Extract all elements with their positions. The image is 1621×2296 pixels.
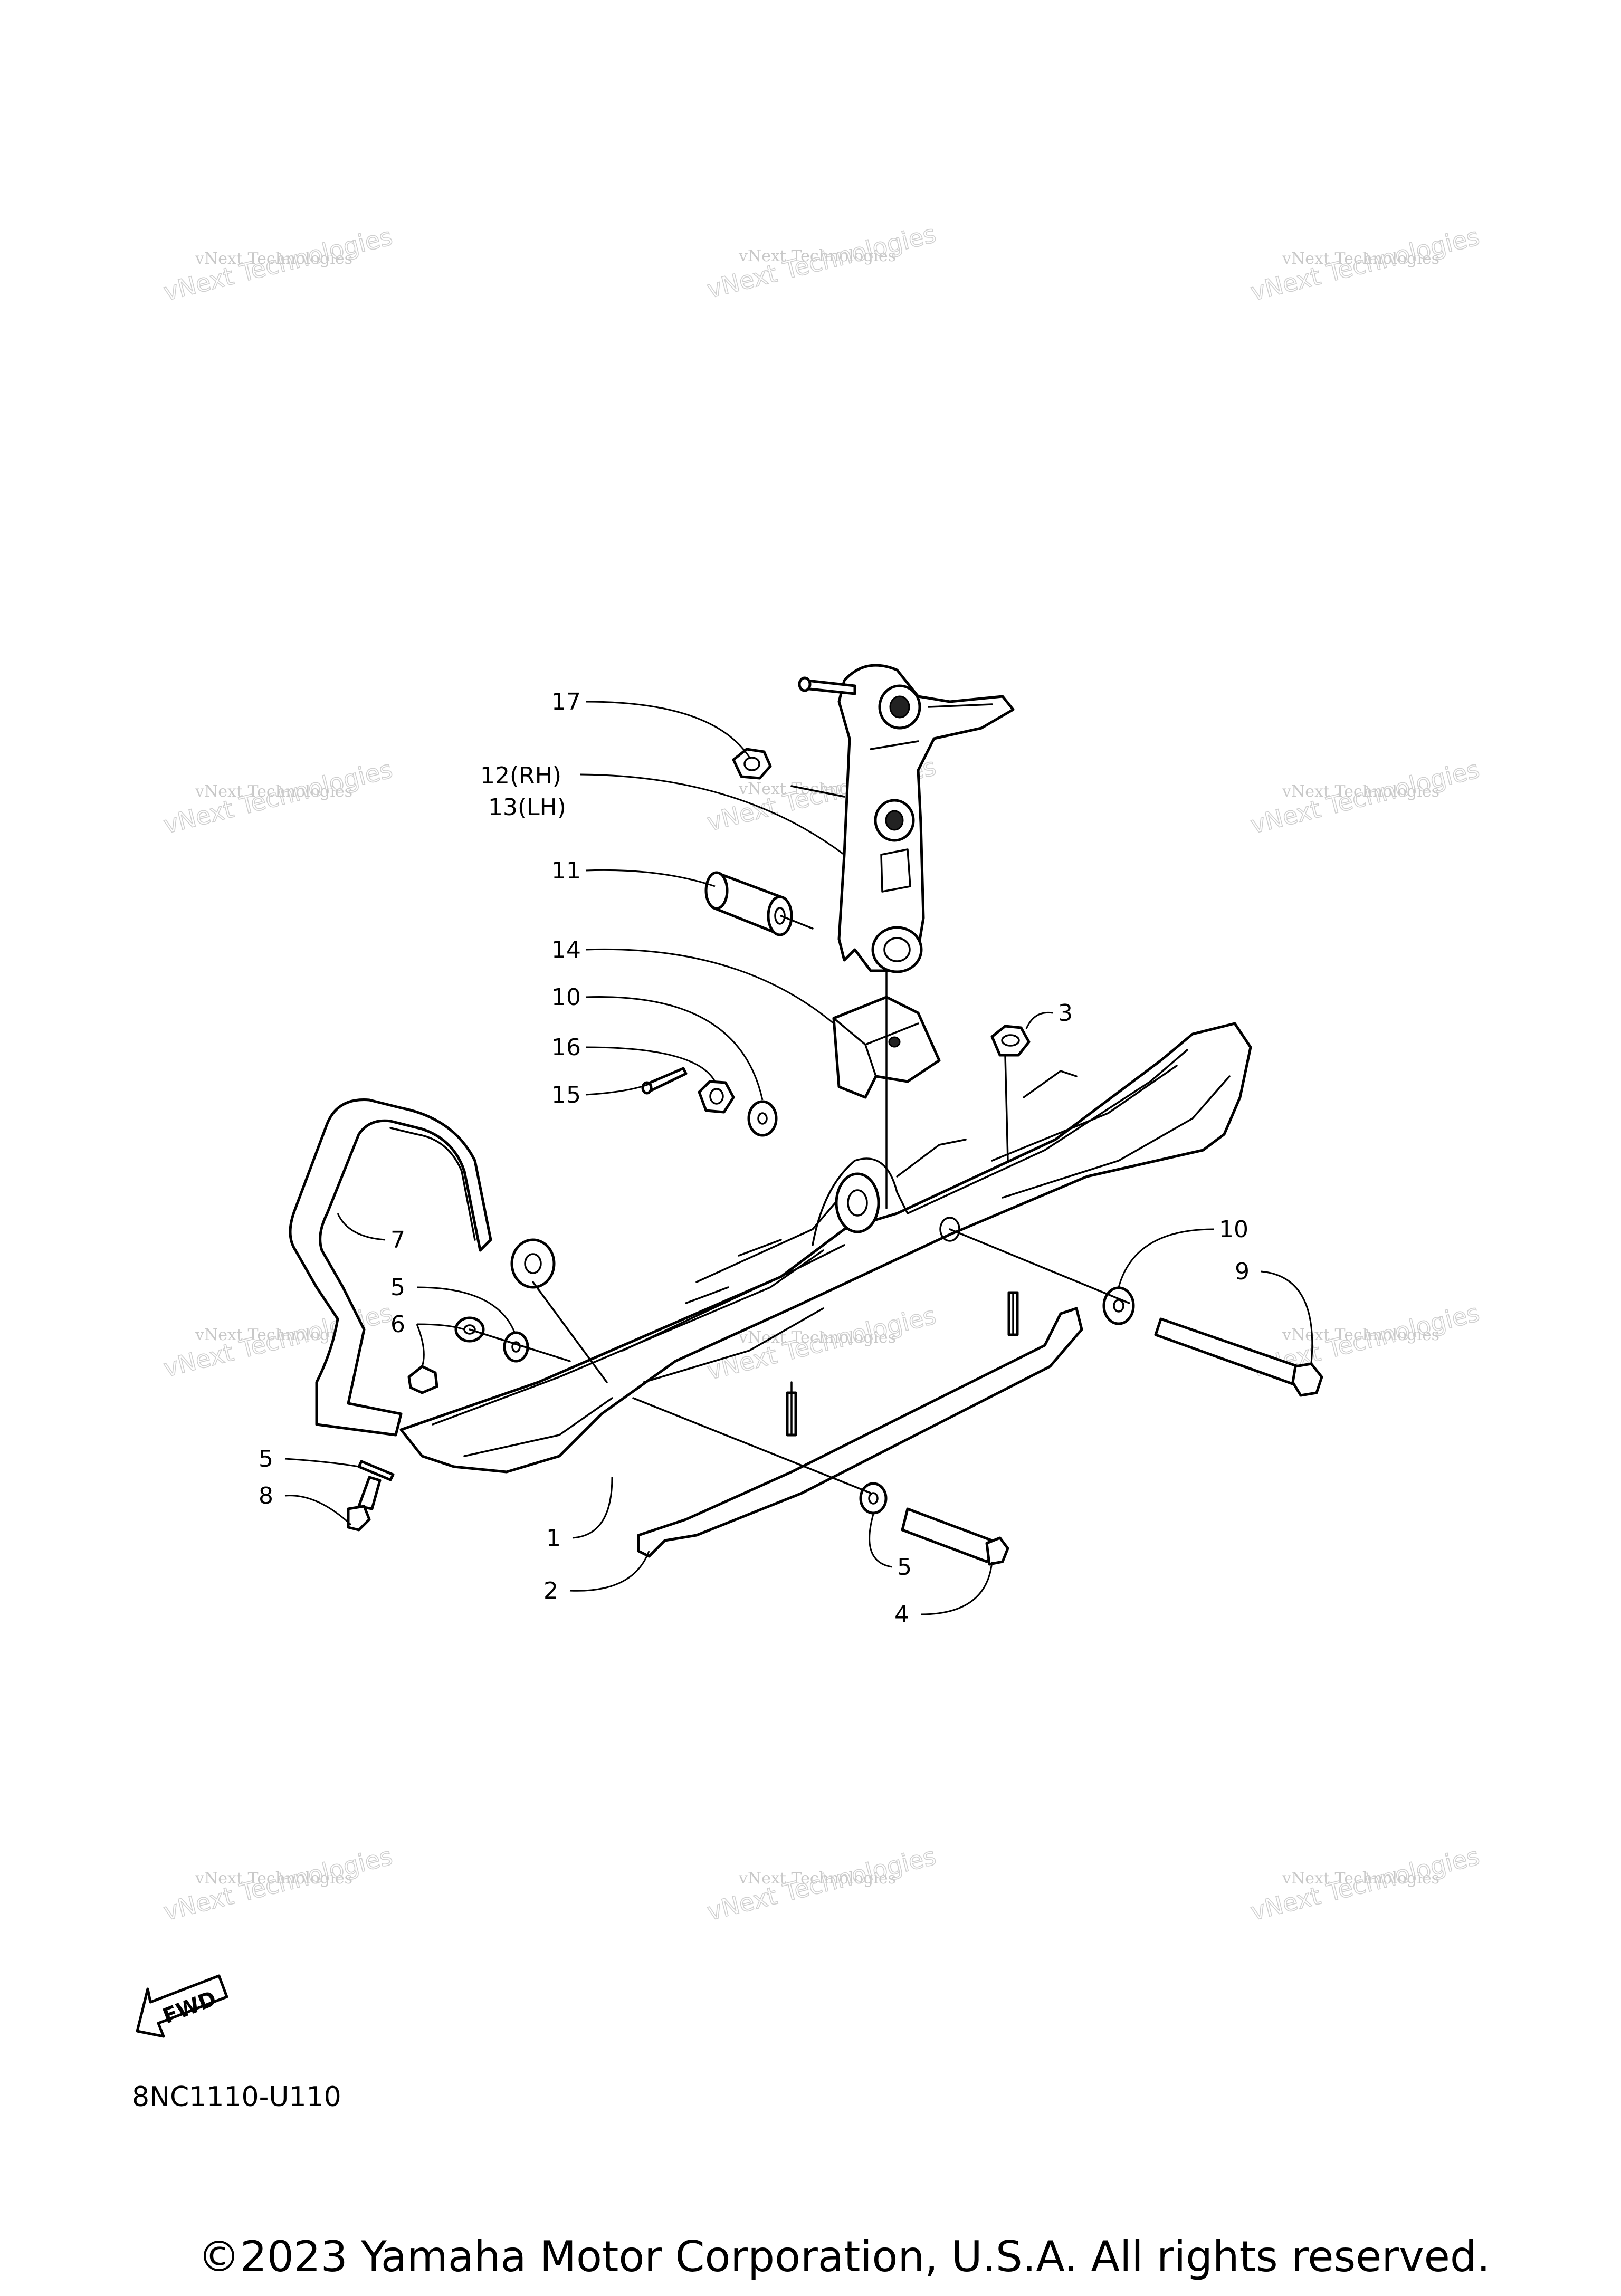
leader-10a [585,996,764,1101]
parts-illustration [289,664,1323,1566]
leader-5c [869,1514,892,1568]
leader-8 [284,1495,352,1526]
part-12-13-spindle [798,664,1015,973]
assembly-guide-lines [469,915,1130,1494]
watermark: vNext Technologies vNext Technologies [160,222,396,307]
part-6-nuts [407,1316,485,1394]
leader-14 [585,948,834,1025]
leader-10b [1118,1228,1214,1288]
svg-text:vNext Technologies: vNext Technologies [195,250,352,268]
callout-13: 13(LH) [488,794,566,821]
leader-3 [1025,1011,1053,1029]
watermark: vNext Technologies vNext Technologies [1247,754,1483,840]
callout-5b: 5 [259,1446,273,1472]
leader-5b [284,1458,359,1468]
callout-12: 12(RH) [480,762,561,789]
leader-7 [337,1213,386,1241]
svg-text:vNext Technologies: vNext Technologies [738,1328,896,1347]
leader-5a [416,1286,516,1333]
callout-16: 16 [551,1034,581,1061]
callout-15: 15 [551,1082,581,1108]
leader-15 [585,1083,650,1096]
callout-7: 7 [390,1227,405,1254]
part-8-bolt [347,1476,382,1532]
watermark-layer: vNext Technologies vNext Technologies vN… [160,219,1483,1927]
leader-9 [1261,1270,1313,1364]
leader-1 [572,1477,613,1539]
callout-10a: 10 [551,984,581,1011]
part-9-long-bolt [1154,1317,1323,1397]
watermark: vNext Technologies vNext Technologies [160,1841,396,1927]
leader-11 [585,869,716,887]
part-3-nut [990,1025,1031,1057]
leader-12-13 [580,773,845,856]
callout-2: 2 [543,1577,558,1604]
svg-text:vNext Technologies: vNext Technologies [1282,1326,1439,1344]
svg-text:vNext Technologies: vNext Technologies [1282,782,1439,801]
callout-10b: 10 [1219,1216,1248,1243]
fwd-arrow-icon: FWD [136,1974,228,2038]
watermark: vNext Technologies vNext Technologies [1247,222,1483,307]
callout-11: 11 [551,857,581,884]
callout-9: 9 [1235,1258,1250,1285]
part-16-castle-nut [698,1080,735,1114]
svg-text:vNext Technologies: vNext Technologies [195,782,352,801]
callout-layer: 17 12(RH) 13(LH) 11 14 10 3 16 15 10 9 7… [259,688,1313,1628]
watermark: vNext Technologies vNext Technologies [704,1841,939,1927]
callout-1: 1 [546,1525,561,1552]
svg-text:vNext Technologies: vNext Technologies [195,1869,352,1888]
svg-text:vNext Technologies: vNext Technologies [738,247,896,265]
part-7-loop-handle [289,1098,556,1437]
copyright-notice: ©2023 Yamaha Motor Corporation, U.S.A. A… [198,2232,1490,2281]
svg-text:vNext Technologies: vNext Technologies [1282,1869,1439,1888]
part-17-nut [732,748,845,798]
part-10-washers [747,1100,1135,1325]
part-4-bolt [901,1507,1009,1566]
watermark: vNext Technologies vNext Technologies [704,219,939,304]
callout-3: 3 [1058,1000,1073,1027]
svg-text:vNext Technologies: vNext Technologies [195,1326,352,1344]
leader-2 [569,1551,650,1592]
leader-17 [585,701,750,758]
watermark: vNext Technologies vNext Technologies [160,754,396,840]
callout-4: 4 [894,1601,909,1628]
callout-8: 8 [259,1482,273,1509]
watermark: vNext Technologies vNext Technologies [1247,1841,1483,1927]
part-1-ski [399,1022,1252,1474]
svg-text:vNext Technologies: vNext Technologies [1282,250,1439,268]
part-15-cotter-pin [641,1067,688,1095]
callout-17: 17 [551,688,581,715]
part-2-wear-bar [637,1291,1083,1558]
callout-5a: 5 [390,1274,405,1301]
diagram-code: 8NC1110-U110 [132,2081,341,2113]
leader-6a [416,1323,465,1331]
leader-16 [585,1046,716,1082]
callout-5c: 5 [897,1554,912,1581]
svg-text:vNext Technologies: vNext Technologies [738,1869,896,1888]
callout-6: 6 [390,1311,405,1338]
part-11-bushing [704,871,793,936]
callout-14: 14 [551,936,581,963]
leader-4 [920,1561,993,1615]
leader-6b [416,1324,425,1367]
